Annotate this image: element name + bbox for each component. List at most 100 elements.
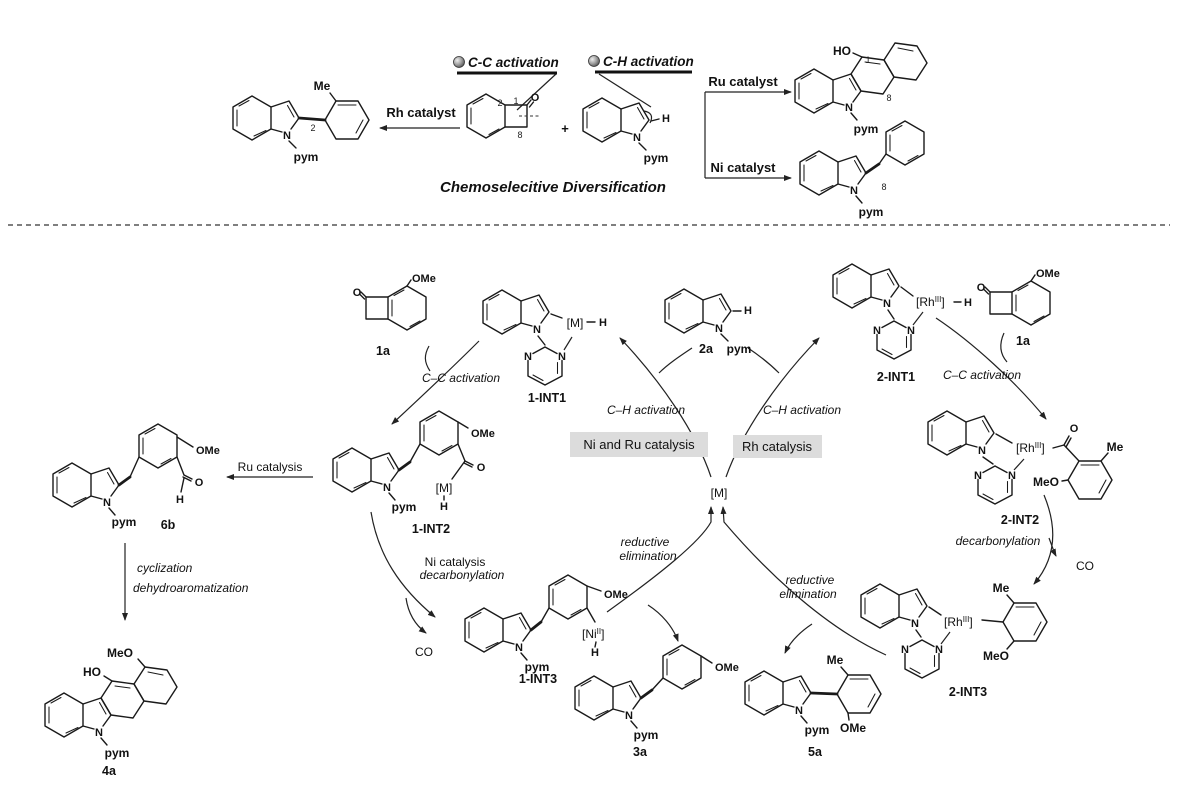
n-label: N (850, 185, 858, 197)
pos1-label: 1 (865, 55, 870, 65)
arc-m-to-1int1 (619, 337, 712, 478)
structure-product-ni: N pym 8 (799, 120, 925, 219)
ni-catalyst-label: Ni catalyst (710, 160, 776, 175)
ni-catalysis-label: Ni catalysis (425, 555, 486, 569)
metal-center: [M] (711, 486, 728, 500)
ome-label: OMe (715, 662, 739, 674)
cc-pointer-line (516, 73, 557, 111)
structure-1-int3: N pym OMe [NiII] H 1-INT3 (464, 574, 628, 686)
reductive-right-1: reductive (786, 573, 835, 587)
n-label: N (715, 323, 723, 335)
meo-label: MeO (1033, 475, 1059, 489)
pos1-label: 1 (513, 96, 518, 106)
pym-label: pym (294, 150, 319, 164)
structure-1a-left: O OMe 1a (353, 273, 436, 358)
rh-catalysis-label: Rh catalysis (742, 439, 813, 454)
pym-label: pym (105, 746, 130, 760)
metal-label: [M] (436, 481, 453, 495)
co-branch-right (1048, 537, 1057, 557)
structure-2a: N H pym 2a (664, 288, 752, 356)
pos2-label: 2 (497, 98, 502, 108)
me-label: Me (314, 79, 331, 93)
pos8-label: 8 (881, 182, 886, 192)
compound-label: 1-INT3 (519, 672, 557, 686)
n-label: N (625, 710, 633, 722)
structure-6b: N pym OMe O H 6b (52, 423, 220, 532)
pym-n2-label: N (935, 644, 943, 656)
decarbonylation-right: decarbonylation (956, 534, 1041, 548)
metal-label: [RhIII] (1016, 441, 1045, 455)
h-label: H (440, 501, 448, 513)
pos2-label: 2 (310, 123, 315, 133)
ch-activation-right: C–H activation (763, 403, 841, 417)
ni-ru-catalysis-box (570, 432, 708, 457)
metal-label: [NiII] (582, 627, 604, 641)
o-label: O (1070, 423, 1079, 435)
pym-label: pym (805, 723, 830, 737)
ome-label: OMe (840, 721, 866, 735)
meo-label: MeO (983, 649, 1009, 663)
reductive-right-2: elimination (779, 587, 837, 601)
ru-catalyst-label: Ru catalyst (708, 74, 778, 89)
n-label: N (283, 130, 291, 142)
h-label: H (662, 113, 670, 125)
reductive-left-1: reductive (621, 535, 670, 549)
structure-2-int1: N N N [RhIII] H 2-INT1 (832, 263, 972, 384)
metal-label: [RhIII] (944, 615, 973, 629)
pym-label: pym (525, 660, 550, 674)
rh-catalyst-label: Rh catalyst (386, 105, 456, 120)
structure-bcb-substrate: O 2 1 8 (466, 92, 541, 140)
arc-1int1-to-1int2 (391, 340, 480, 425)
ome-label: OMe (412, 273, 436, 285)
structure-2-int2: N N N [RhIII] O Me MeO 2-INT2 (927, 410, 1124, 527)
ru-catalysis-label: Ru catalysis (238, 460, 303, 474)
co-right: CO (1076, 559, 1094, 573)
pym-label: pym (727, 342, 752, 356)
structure-1a-right: O OMe 1a (977, 268, 1060, 348)
pym-n1-label: N (873, 325, 881, 337)
ho-label: HO (833, 44, 851, 58)
compound-label: 1a (1016, 334, 1031, 348)
arc-2int1-to-2int2 (935, 317, 1047, 420)
h-label: H (176, 494, 184, 506)
ch-activation-left: C–H activation (607, 403, 685, 417)
caption: Chemoselecitive Diversification (440, 179, 666, 196)
compound-label: 4a (102, 764, 117, 778)
rh-catalysis-box (733, 435, 822, 458)
o-label: O (531, 92, 540, 104)
arc-1int2-to-1int3 (370, 511, 436, 618)
reductive-left-2: elimination (619, 549, 677, 563)
pym-label: pym (634, 728, 659, 742)
structure-2-int3: N N N [RhIII] Me MeO 2-INT3 (860, 581, 1048, 699)
n-label: N (795, 705, 803, 717)
feed-1a-left (424, 345, 431, 372)
pym-label: pym (112, 515, 137, 529)
pym-n1-label: N (974, 470, 982, 482)
ho-label: HO (83, 665, 101, 679)
feed-2a-left (658, 347, 693, 374)
pym-label: pym (859, 205, 884, 219)
ch-bullet-icon (588, 55, 600, 67)
n-label: N (103, 497, 111, 509)
structure-5a: N pym Me OMe 5a (744, 653, 882, 759)
compound-label: 3a (633, 745, 648, 759)
structure-indole-substrate: N pym H (582, 97, 670, 165)
feed-2a-right (747, 347, 780, 374)
pym-n2-label: N (907, 325, 915, 337)
arc-1int3-to-m (606, 506, 714, 613)
compound-label: 5a (808, 745, 823, 759)
ch-activation-header: C-H activation (603, 54, 694, 69)
n-label: N (515, 642, 523, 654)
cc-bullet-icon (453, 56, 465, 68)
pym-n2-label: N (1008, 470, 1016, 482)
plus-sign: + (561, 121, 569, 136)
compound-label: 6b (161, 518, 176, 532)
ome-label: OMe (1036, 268, 1060, 280)
pos8-label: 8 (517, 130, 522, 140)
h-label: H (599, 317, 607, 329)
o-label: O (353, 287, 362, 299)
structure-product-rh: N pym 2 Me (232, 79, 370, 164)
ome-label: OMe (471, 428, 495, 440)
n-label: N (978, 445, 986, 457)
